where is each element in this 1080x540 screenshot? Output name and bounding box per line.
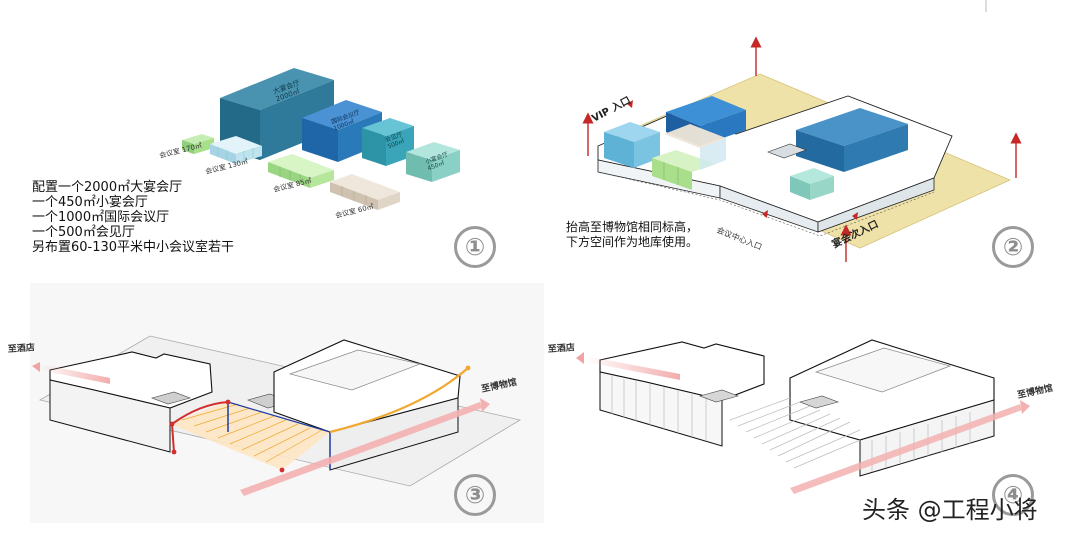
bridge-3 <box>169 365 471 473</box>
caption-1-line-3: 一个1000㎡国际会议厅 <box>32 210 170 225</box>
courtyard-void <box>767 143 807 159</box>
label-to-hotel-4: 至酒店 <box>547 341 575 355</box>
label-to-hotel-3: 至酒店 <box>7 341 35 355</box>
meeting-row-85 <box>268 154 334 188</box>
path-to-hotel-4 <box>586 356 680 380</box>
block-small-p2 <box>790 168 834 200</box>
bridge-4 <box>729 397 861 469</box>
left-wing-3 <box>49 351 291 453</box>
caption-1-line-5: 另布置60-130平米中小会议室若干 <box>32 240 235 255</box>
label-vip-entrance: VIP 入口 <box>590 94 633 124</box>
path-to-hotel-3 <box>40 364 110 384</box>
panel-number-4: ④ <box>992 474 1034 516</box>
meeting-row-130 <box>210 136 262 164</box>
caption-1-line-2: 一个450㎡小宴会厅 <box>32 195 148 210</box>
panel-number-1: ① <box>454 226 496 268</box>
block-banquet-p2 <box>796 108 908 172</box>
block-meetings-p2 <box>652 124 726 190</box>
panel-4-facade: 至酒店 至博物馆 <box>547 339 1054 494</box>
watermark: 头条 @工程小将 <box>862 496 1038 524</box>
panel-1-program-blocks: 大宴会厅2000㎡ 国际会议厅1000㎡ 会见厅500㎡ 小宴会厅450㎡ <box>158 68 460 220</box>
label-meeting-60: 会议室 60㎡ <box>334 202 374 220</box>
path-to-museum-4 <box>790 404 1022 494</box>
caption-1-line-4: 一个500㎡会见厅 <box>32 225 135 240</box>
meeting-row-170 <box>182 134 214 154</box>
panel-number-2: ② <box>992 226 1034 268</box>
block-intl-conference <box>302 100 382 162</box>
panel-number-3: ③ <box>454 474 496 516</box>
label-meeting-entrance: 会议中心入口 <box>715 225 763 252</box>
path-to-museum-3 <box>240 402 482 496</box>
caption-2-line-1: 抬高至博物馆相同标高， <box>566 220 699 234</box>
caption-2-line-2: 下方空间作为地库使用。 <box>566 235 699 249</box>
block-banquet-small <box>406 142 460 182</box>
caption-1-line-1: 配置一个2000㎡大宴会厅 <box>32 180 183 195</box>
label-to-museum-4: 至博物馆 <box>1016 382 1054 401</box>
left-wing-4 <box>599 341 765 447</box>
caption-panel-2: 抬高至博物馆相同标高， 下方空间作为地库使用。 <box>566 220 698 250</box>
entry-arrows <box>582 36 1022 262</box>
label-meeting-170: 会议室 170㎡ <box>158 141 202 160</box>
caption-panel-1: 配置一个2000㎡大宴会厅 一个450㎡小宴会厅 一个1000㎡国际会议厅 一个… <box>32 180 234 255</box>
meeting-row-60 <box>330 174 400 210</box>
